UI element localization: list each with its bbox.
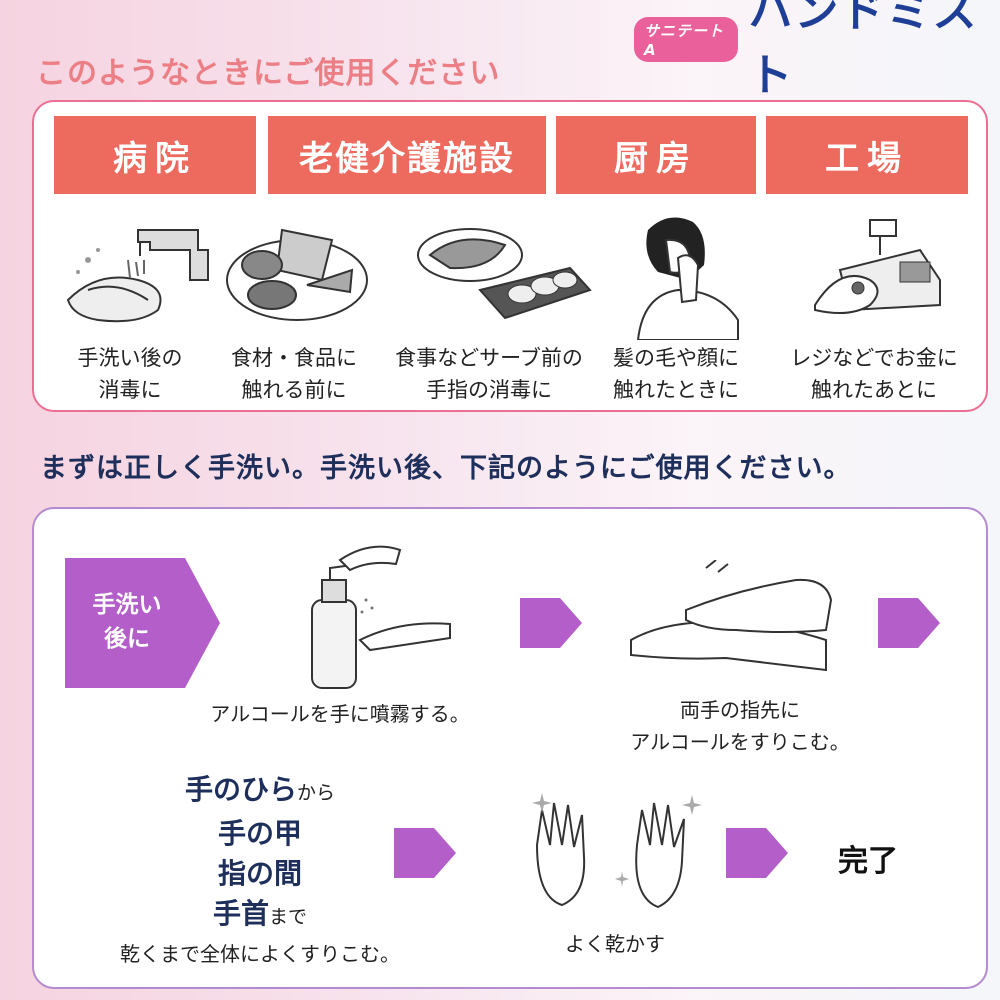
rub-instructions: 手のひらから 手の甲 指の間 手首まで 乾くまで全体によくすりこむ。 (120, 770, 400, 970)
step-arrow-1 (520, 598, 582, 648)
handwash-faucet-illustration (66, 229, 209, 323)
rub-palm: 手のひら (184, 773, 297, 806)
instruction-heading: まずは正しく手洗い。手洗い後、下記のようにご使用ください。 (40, 453, 852, 484)
dry-hands-illustration (532, 793, 702, 909)
dry-caption: よく乾かす (565, 932, 665, 956)
rub-back: 手の甲 (217, 817, 302, 850)
occasion-caption-1: 手洗い後の 消毒に (77, 346, 183, 402)
step-arrow-2 (878, 598, 940, 648)
occasion-caption-2: 食材・食品に 触れる前に (231, 346, 357, 402)
brand-logo: サニテートA ハンドミスト (634, 0, 1000, 101)
step-arrow-3 (394, 828, 456, 878)
person-touching-face-illustration (636, 217, 739, 340)
brand-name: ハンドミスト (748, 0, 979, 101)
rub-from: から (297, 782, 336, 804)
spray-bottle-illustration (311, 545, 451, 689)
food-plate-illustration (226, 228, 368, 321)
usage-heading: このようなときにご使用ください (36, 56, 501, 91)
place-tab-factory: 工場 (766, 116, 968, 194)
rub-between: 指の間 (217, 857, 302, 890)
place-tab-hospital: 病院 (54, 116, 256, 194)
place-tab-kitchen: 厨房 (556, 116, 756, 194)
after-handwash-label: 手洗い 後に (92, 592, 162, 652)
after-handwash-badge (65, 558, 220, 688)
fingertip-rub-illustration (630, 560, 833, 672)
spray-caption: アルコールを手に噴霧する。 (210, 702, 470, 726)
step-arrow-4 (726, 828, 788, 878)
cash-register-illustration (814, 219, 941, 315)
rub-last: 乾くまで全体によくすりこむ。 (120, 942, 400, 966)
fingertips-caption: 両手の指先に アルコールをすりこむ。 (630, 698, 850, 754)
serving-plates-illustration (417, 228, 592, 320)
brand-badge: サニテートA (634, 16, 739, 62)
rub-wrist: 手首 (212, 897, 269, 930)
place-tab-nursing-facility: 老健介護施設 (268, 116, 546, 194)
occasion-caption-5: レジなどでお金に 触れたあとに (790, 346, 958, 402)
rub-until: まで (269, 906, 308, 928)
occasion-caption-3: 食事などサーブ前の 手指の消毒に (395, 346, 583, 402)
occasion-caption-4: 髪の毛や顔に 触れたときに (613, 346, 739, 402)
done-label: 完了 (838, 844, 898, 879)
